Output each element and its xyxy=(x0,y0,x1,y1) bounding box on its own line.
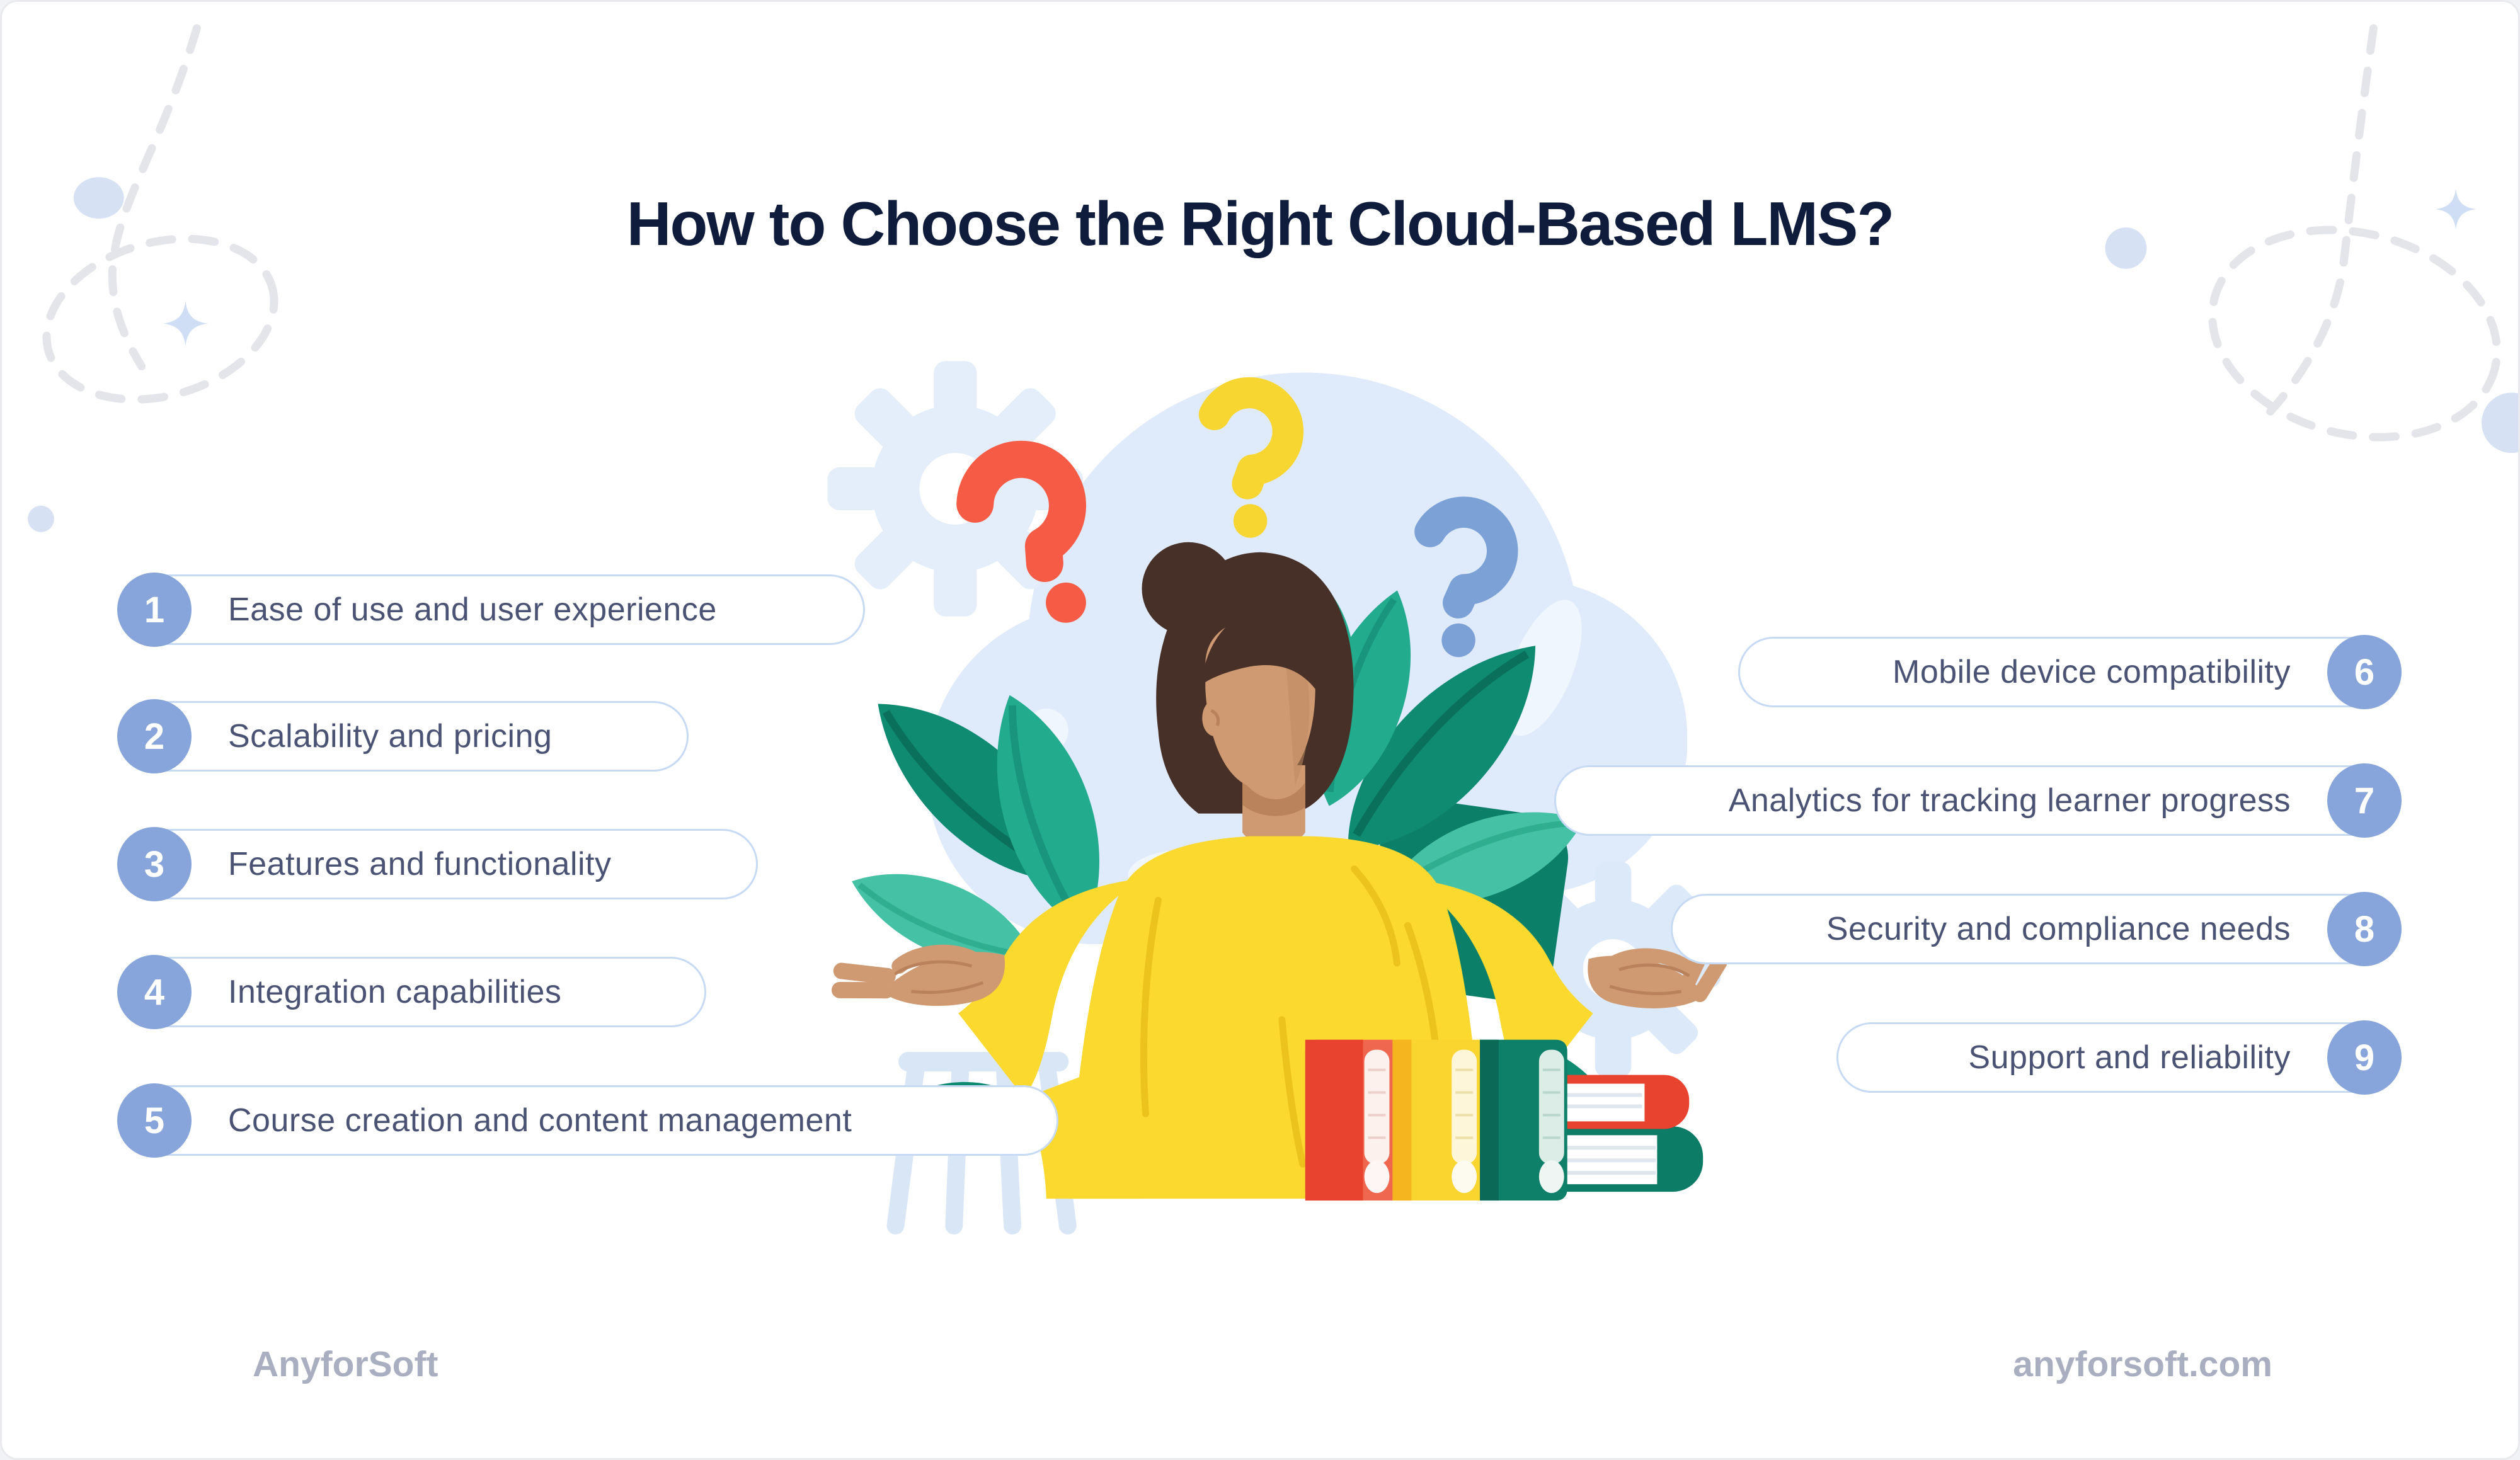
item-number-badge: 1 xyxy=(117,573,192,647)
list-item-support: Support and reliability 9 xyxy=(1836,1020,2402,1095)
item-number-badge: 9 xyxy=(2327,1020,2402,1095)
cloud-highlight xyxy=(1024,600,1582,901)
list-item-features: 3 Features and functionality xyxy=(117,827,758,901)
hand-left xyxy=(831,944,1005,1007)
books-illustration xyxy=(1467,1075,1704,1192)
face xyxy=(1205,619,1315,789)
neck xyxy=(1242,765,1305,845)
item-number: 2 xyxy=(144,716,165,757)
item-number-badge: 5 xyxy=(117,1083,192,1158)
ear xyxy=(1202,700,1228,736)
binders-illustration xyxy=(1305,1039,1567,1201)
question-mark-icon xyxy=(1194,387,1294,541)
item-number: 6 xyxy=(2354,651,2375,693)
item-number: 3 xyxy=(144,843,165,885)
item-label: Integration capabilities xyxy=(228,974,562,1010)
sleeve-right xyxy=(1407,878,1593,1098)
item-number: 8 xyxy=(2354,908,2375,950)
list-item-mobile: Mobile device compatibility 6 xyxy=(1738,635,2402,709)
gear-icon xyxy=(1505,862,1721,1077)
item-number: 7 xyxy=(2354,780,2375,821)
item-label: Security and compliance needs xyxy=(1826,911,2291,947)
list-item-course-creation: 5 Course creation and content management xyxy=(117,1083,1058,1158)
item-number-badge: 2 xyxy=(117,699,192,773)
item-label: Ease of use and user experience xyxy=(228,591,717,628)
item-number: 1 xyxy=(144,589,165,630)
item-label: Analytics for tracking learner progress xyxy=(1728,782,2291,819)
item-label: Features and functionality xyxy=(228,846,612,882)
cloud-shape xyxy=(927,372,1688,945)
item-number-badge: 8 xyxy=(2327,892,2402,966)
question-mark-icon xyxy=(967,450,1097,638)
item-label: Support and reliability xyxy=(1968,1039,2291,1076)
list-item-security: Security and compliance needs 8 xyxy=(1671,892,2402,966)
item-number: 4 xyxy=(144,971,165,1013)
list-item-analytics: Analytics for tracking learner progress … xyxy=(1554,763,2402,838)
item-number-badge: 3 xyxy=(117,827,192,901)
sweater-torso xyxy=(1068,836,1484,1199)
item-label: Mobile device compatibility xyxy=(1893,654,2291,690)
item-number-badge: 4 xyxy=(117,955,192,1029)
brand-logo-text: AnyforSoft xyxy=(253,1344,438,1384)
question-mark-icon xyxy=(1402,505,1511,662)
item-number: 9 xyxy=(2354,1037,2375,1078)
sleeve-left xyxy=(958,878,1144,1098)
list-item-ease-of-use: 1 Ease of use and user experience xyxy=(117,573,865,647)
gear-icon xyxy=(827,361,1084,617)
item-label: Course creation and content management xyxy=(228,1102,852,1139)
item-label: Scalability and pricing xyxy=(228,718,553,755)
page-title: How to Choose the Right Cloud-Based LMS? xyxy=(626,189,1895,258)
list-item-integration: 4 Integration capabilities xyxy=(117,955,706,1029)
item-number-badge: 6 xyxy=(2327,635,2402,709)
leaves-illustration xyxy=(839,578,1622,1156)
hair xyxy=(1156,552,1354,814)
hair-bun xyxy=(1142,542,1235,636)
website-url: anyforsoft.com xyxy=(2013,1344,2272,1384)
list-item-scalability: 2 Scalability and pricing xyxy=(117,699,689,773)
item-number: 5 xyxy=(144,1100,165,1141)
item-number-badge: 7 xyxy=(2327,763,2402,838)
